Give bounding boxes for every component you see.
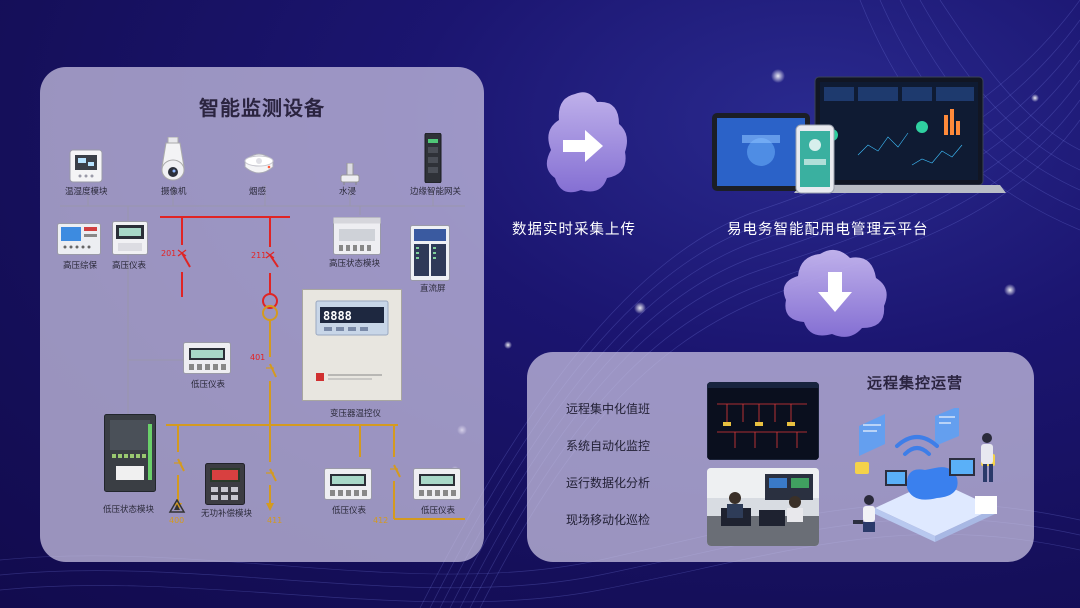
remote-operator-illustration (853, 408, 997, 542)
monitoring-devices-panel: 智能监测设备 (40, 67, 484, 562)
svg-text:8888: 8888 (323, 309, 352, 323)
switch-401-label: 401 (250, 353, 266, 362)
hv-protection-label: 高压综保 (63, 261, 98, 271)
hv-state-module-icon (333, 217, 381, 255)
switch-211-label: 211 (251, 251, 267, 260)
download-arrow-down-icon (783, 249, 887, 337)
reactive-compensation-label: 无功补偿模块 (201, 509, 253, 519)
water-label: 水浸 (339, 187, 357, 197)
lv-meter-3-label: 低压仪表 (421, 506, 456, 516)
transformer-temp-label: 变压器温控仪 (330, 409, 382, 419)
humidity-sensor-icon (69, 149, 103, 183)
transformer-temp-controller-icon: 8888 (302, 289, 402, 401)
single-line-diagram (60, 185, 465, 520)
upload-step-text: 数据实时采集上传 (512, 222, 636, 238)
control-diagram-screen-image (707, 382, 819, 460)
camera-label: 摄像机 (161, 187, 187, 197)
hv-state-module-label: 高压状态模块 (329, 259, 381, 269)
lv-state-module-label: 低压状态模块 (103, 505, 155, 515)
switch-201-label: 201 (161, 249, 177, 258)
smoke-detector-icon (244, 153, 274, 174)
lv-meter-2-label: 低压仪表 (332, 506, 367, 516)
control-room-photo-image (707, 468, 819, 546)
lv-meter-icon (183, 342, 231, 374)
humidity-module-label: 温湿度模块 (65, 187, 108, 197)
upload-arrow-right-icon (546, 92, 627, 193)
remote-operation-panel: 远程集控运营 远程集中化值班 系统自动化监控 运行数据化分析 现场移动化巡检 (527, 352, 1034, 562)
switch-400-label: 400 (169, 516, 185, 525)
hv-meter-label: 高压仪表 (112, 261, 147, 271)
ops-item-analysis: 运行数据化分析 (566, 476, 651, 490)
ops-item-duty: 远程集中化值班 (566, 402, 651, 416)
smoke-label: 烟感 (249, 187, 267, 197)
dc-screen-icon (410, 225, 450, 281)
ops-item-monitoring: 系统自动化监控 (566, 439, 651, 453)
cloud-platform-devices-image (712, 76, 1006, 194)
lv-meter-3-icon (413, 468, 461, 500)
remote-operation-title: 远程集控运营 (867, 374, 964, 392)
monitoring-devices-title: 智能监测设备 (199, 96, 325, 120)
feeder-symbol-icon (168, 499, 186, 513)
lv-meter-label: 低压仪表 (191, 380, 226, 390)
dc-screen-label: 直流屏 (420, 284, 446, 294)
lv-meter-2-icon (324, 468, 372, 500)
edge-gateway-label: 边缘智能网关 (410, 187, 462, 197)
lv-state-module-icon (104, 414, 156, 492)
hv-protection-icon (57, 223, 101, 255)
water-sensor-icon (340, 163, 360, 185)
edge-gateway-icon (424, 133, 442, 183)
switch-411-label: 411 (267, 516, 283, 525)
reactive-compensation-icon (205, 463, 245, 505)
camera-icon (161, 137, 185, 181)
platform-step-text: 易电务智能配用电管理云平台 (727, 222, 929, 238)
ops-item-inspection: 现场移动化巡检 (566, 513, 651, 527)
switch-412-label: 412 (373, 516, 389, 525)
hv-meter-icon (112, 221, 148, 255)
